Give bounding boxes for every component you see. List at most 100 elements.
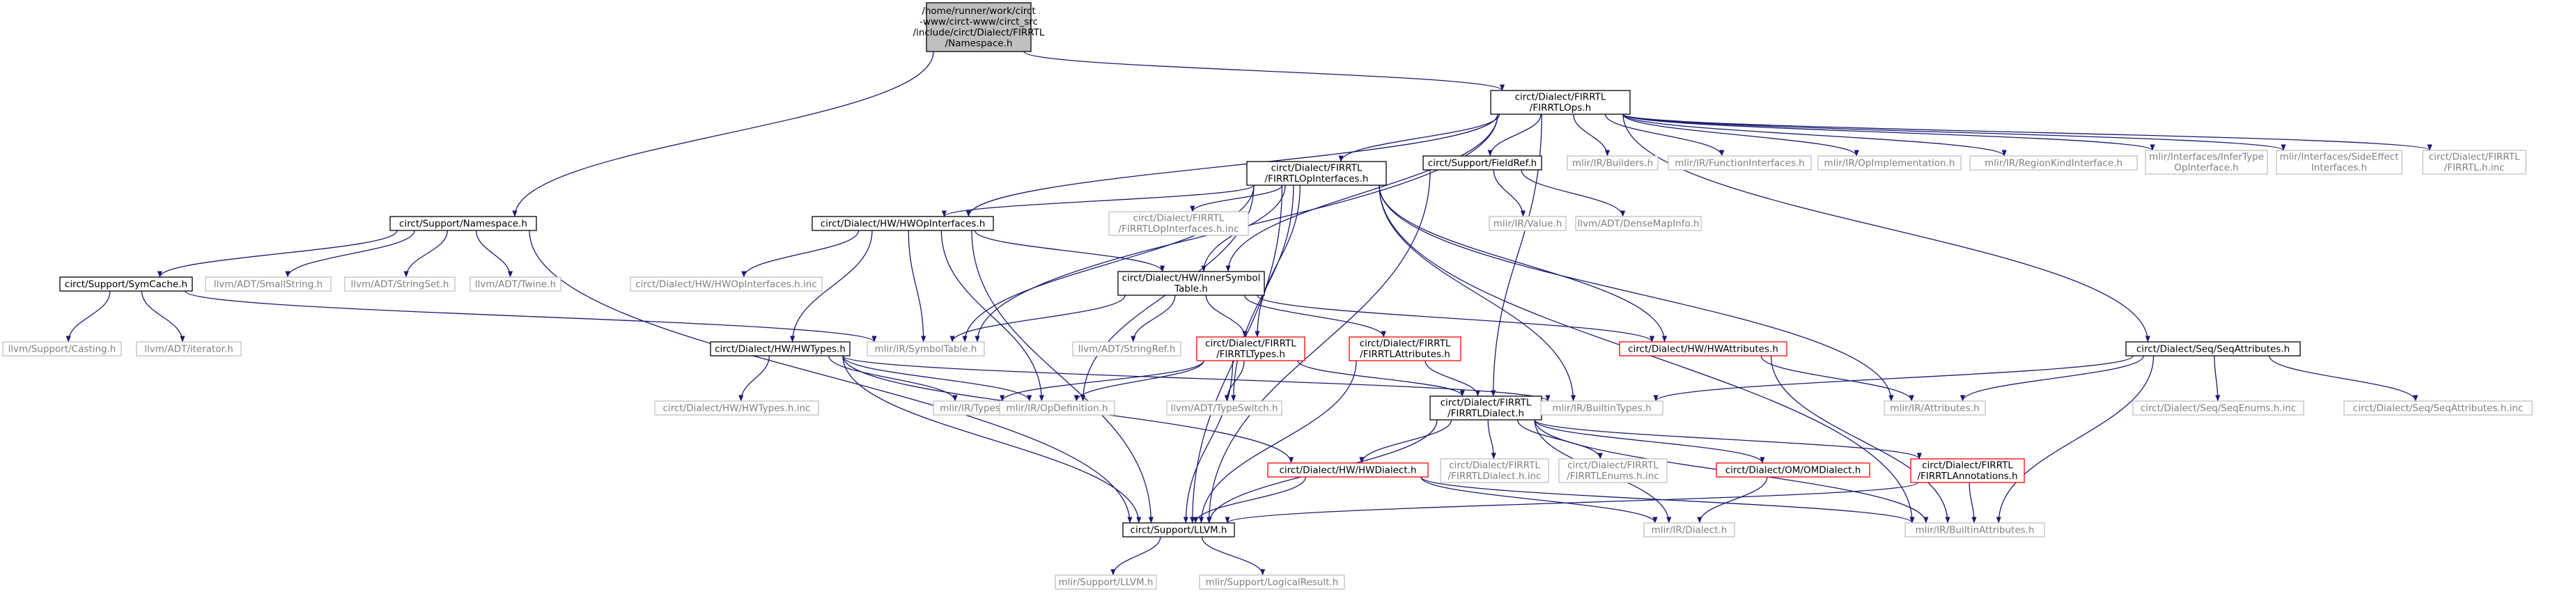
node-llvm_densemapinfo[interactable]: llvm/ADT/DenseMapInfo.h <box>1575 216 1702 231</box>
node-llvm_iterator[interactable]: llvm/ADT/iterator.h <box>136 341 242 356</box>
node-label-mlir_function_interfaces-0: mlir/IR/FunctionInterfaces.h <box>1675 157 1804 168</box>
node-label-mlir_builtin_attributes-0: mlir/IR/BuiltinAttributes.h <box>1915 524 2034 535</box>
node-llvm_stringref[interactable]: llvm/ADT/StringRef.h <box>1072 341 1181 356</box>
nodes-layer: /home/runner/work/circt-www/circt-www/ci… <box>2 2 2533 590</box>
node-box-mlir_builders <box>1567 155 1659 171</box>
node-label-mlir_opdefinition-0: mlir/IR/OpDefinition.h <box>1006 402 1108 414</box>
node-firrtl_dialect[interactable]: circt/Dialect/FIRRTL/FIRRTLDialect.h <box>1429 395 1542 421</box>
node-mlir_attributes[interactable]: mlir/IR/Attributes.h <box>1884 400 1986 416</box>
node-label-support_fieldref-0: circt/Support/FieldRef.h <box>1428 157 1537 168</box>
node-firrtl_dialect_inc[interactable]: circt/Dialect/FIRRTL/FIRRTLDialect.h.inc <box>1440 458 1549 483</box>
node-hw_hwdialect[interactable]: circt/Dialect/HW/HWDialect.h <box>1267 462 1429 478</box>
node-firrtl_annotations[interactable]: circt/Dialect/FIRRTL/FIRRTLAnnotations.h <box>1910 458 2025 483</box>
node-seq_seqattributes[interactable]: circt/Dialect/Seq/SeqAttributes.h <box>2125 341 2301 356</box>
node-firrtl_op_interfaces_inc[interactable]: circt/Dialect/FIRRTL/FIRRTLOpInterfaces.… <box>1108 211 1249 236</box>
edge-support_fieldref-to-support_llvm <box>1206 169 1431 524</box>
node-box-firrtl_types <box>1196 336 1305 361</box>
node-hw_hwtypes[interactable]: circt/Dialect/HW/HWTypes.h <box>710 341 851 356</box>
node-llvm_twine[interactable]: llvm/ADT/Twine.h <box>470 276 561 292</box>
node-box-llvm_stringset <box>344 276 456 292</box>
node-label-namespace_root-2: /include/circt/Dialect/FIRRTL <box>913 27 1045 38</box>
node-hw_hwtypes_inc[interactable]: circt/Dialect/HW/HWTypes.h.inc <box>654 400 819 416</box>
node-box-firrtl_enums_inc <box>1558 458 1668 483</box>
node-label-om_omdialect-0: circt/Dialect/OM/OMDialect.h <box>1725 464 1861 476</box>
node-seq_seqattributes_inc[interactable]: circt/Dialect/Seq/SeqAttributes.h.inc <box>2343 400 2533 416</box>
node-llvm_stringset[interactable]: llvm/ADT/StringSet.h <box>344 276 456 292</box>
node-box-mlir_infer_type <box>2145 150 2268 175</box>
node-box-mlir_symbol_table <box>867 341 985 356</box>
edge-firrtl_dialect-to-firrtl_annotations <box>1534 419 1922 460</box>
node-label-firrtl_op_interfaces_inc-1: /FIRRTLOpInterfaces.h.inc <box>1119 224 1239 235</box>
edge-firrtl_types-to-llvm_typeswitch <box>1224 360 1245 402</box>
node-om_omdialect[interactable]: circt/Dialect/OM/OMDialect.h <box>1716 462 1870 478</box>
node-box-mlir_attributes <box>1884 400 1986 416</box>
node-mlir_types[interactable]: mlir/IR/Types.h <box>933 400 1016 416</box>
node-mlir_symbol_table[interactable]: mlir/IR/SymbolTable.h <box>867 341 985 356</box>
node-label-mlir_infer_type-1: OpInterface.h <box>2174 162 2238 173</box>
node-box-mlir_value <box>1489 216 1567 231</box>
edge-support_fieldref-to-mlir_value <box>1493 169 1526 217</box>
edge-hw_op_interfaces-to-hw_inner_symbol_table <box>974 230 1165 272</box>
edge-hw_hwattributes-to-mlir_attributes <box>1760 355 1914 402</box>
node-mlir_opdefinition[interactable]: mlir/IR/OpDefinition.h <box>999 400 1115 416</box>
node-seq_seqenums_inc[interactable]: circt/Dialect/Seq/SeqEnums.h.inc <box>2132 400 2304 416</box>
edge-firrtl_ops-to-mlir_builders <box>1573 113 1611 157</box>
node-box-seq_seqattributes <box>2125 341 2301 356</box>
node-support_fieldref[interactable]: circt/Support/FieldRef.h <box>1422 155 1542 171</box>
node-label-mlir_support_llvm-0: mlir/Support/LLVM.h <box>1059 577 1154 588</box>
node-mlir_function_interfaces[interactable]: mlir/IR/FunctionInterfaces.h <box>1668 155 1812 171</box>
node-label-mlir_builders-0: mlir/IR/Builders.h <box>1572 157 1653 168</box>
node-mlir_builders[interactable]: mlir/IR/Builders.h <box>1567 155 1659 171</box>
node-mlir_value[interactable]: mlir/IR/Value.h <box>1489 216 1567 231</box>
edge-hw_hwdialect-to-support_llvm <box>1193 476 1306 524</box>
node-firrtl_op_interfaces[interactable]: circt/Dialect/FIRRTL/FIRRTLOpInterfaces.… <box>1246 161 1387 186</box>
node-hw_op_interfaces_inc[interactable]: circt/Dialect/HW/HWOpInterfaces.h.inc <box>630 276 823 292</box>
node-support_namespace[interactable]: circt/Support/Namespace.h <box>389 216 537 231</box>
node-llvm_typeswitch[interactable]: llvm/ADT/TypeSwitch.h <box>1166 400 1282 416</box>
node-hw_op_interfaces[interactable]: circt/Dialect/HW/HWOpInterfaces.h <box>812 216 994 231</box>
node-label-firrtl_dialect_inc-0: circt/Dialect/FIRRTL <box>1449 460 1540 471</box>
edge-hw_inner_symbol_table-to-mlir_symbol_table <box>949 295 1126 343</box>
node-box-support_fieldref <box>1422 155 1542 171</box>
node-llvm_casting[interactable]: llvm/Support/Casting.h <box>2 341 122 356</box>
node-support_llvm[interactable]: circt/Support/LLVM.h <box>1122 522 1235 538</box>
edge-support_namespace-to-llvm_twine <box>476 230 513 278</box>
node-firrtl_attributes[interactable]: circt/Dialect/FIRRTL/FIRRTLAttributes.h <box>1349 336 1461 361</box>
node-mlir_op_implementation[interactable]: mlir/IR/OpImplementation.h <box>1817 155 1962 171</box>
node-llvm_smallstring[interactable]: llvm/ADT/SmallString.h <box>205 276 332 292</box>
edge-support_namespace-to-support_llvm <box>529 230 1133 524</box>
node-mlir_logical_result[interactable]: mlir/Support/LogicalResult.h <box>1199 574 1345 590</box>
edge-hw_inner_symbol_table-to-hw_hwattributes <box>1257 295 1654 343</box>
node-label-firrtl_dialect-0: circt/Dialect/FIRRTL <box>1441 398 1532 409</box>
node-mlir_support_llvm[interactable]: mlir/Support/LLVM.h <box>1055 574 1157 590</box>
node-firrtl_ops[interactable]: circt/Dialect/FIRRTL/FIRRTLOps.h <box>1490 90 1631 115</box>
node-hw_hwattributes[interactable]: circt/Dialect/HW/HWAttributes.h <box>1619 341 1787 356</box>
edge-firrtl_dialect-to-om_omdialect <box>1534 419 1765 464</box>
node-box-mlir_op_implementation <box>1817 155 1962 171</box>
node-support_symcache[interactable]: circt/Support/SymCache.h <box>59 276 193 292</box>
node-label-mlir_side_effect-0: mlir/Interfaces/SideEffect <box>2280 152 2399 163</box>
node-box-mlir_dialect <box>1643 522 1735 538</box>
edge-hw_hwtypes-to-mlir_opdefinition <box>842 355 1032 402</box>
edge-firrtl_op_interfaces-to-hw_hwattributes <box>1379 185 1668 343</box>
node-firrtl_types[interactable]: circt/Dialect/FIRRTL/FIRRTLTypes.h <box>1196 336 1305 361</box>
edge-firrtl_ops-to-mlir_infer_type <box>1622 113 2155 151</box>
node-box-llvm_twine <box>470 276 561 292</box>
node-firrtl_enums_inc[interactable]: circt/Dialect/FIRRTL/FIRRTLEnums.h.inc <box>1558 458 1668 483</box>
node-mlir_builtin_types[interactable]: mlir/IR/BuiltinTypes.h <box>1540 400 1663 416</box>
node-label-namespace_root-3: /Namespace.h <box>945 38 1013 49</box>
node-firrtl_h_inc[interactable]: circt/Dialect/FIRRTL/FIRRTL.h.inc <box>2422 150 2527 175</box>
node-label-hw_hwattributes-0: circt/Dialect/HW/HWAttributes.h <box>1628 343 1778 354</box>
node-label-mlir_attributes-0: mlir/IR/Attributes.h <box>1890 402 1979 414</box>
node-mlir_dialect[interactable]: mlir/IR/Dialect.h <box>1643 522 1735 538</box>
node-box-mlir_region_kind <box>1969 155 2138 171</box>
node-label-firrtl_enums_inc-1: /FIRRTLEnums.h.inc <box>1567 471 1659 482</box>
node-mlir_builtin_attributes[interactable]: mlir/IR/BuiltinAttributes.h <box>1904 522 2045 538</box>
node-label-mlir_op_implementation-0: mlir/IR/OpImplementation.h <box>1824 157 1955 168</box>
edge-hw_hwtypes-to-mlir_builtin_types <box>842 355 1551 402</box>
node-mlir_region_kind[interactable]: mlir/IR/RegionKindInterface.h <box>1969 155 2138 171</box>
node-box-seq_seqattributes_inc <box>2343 400 2533 416</box>
